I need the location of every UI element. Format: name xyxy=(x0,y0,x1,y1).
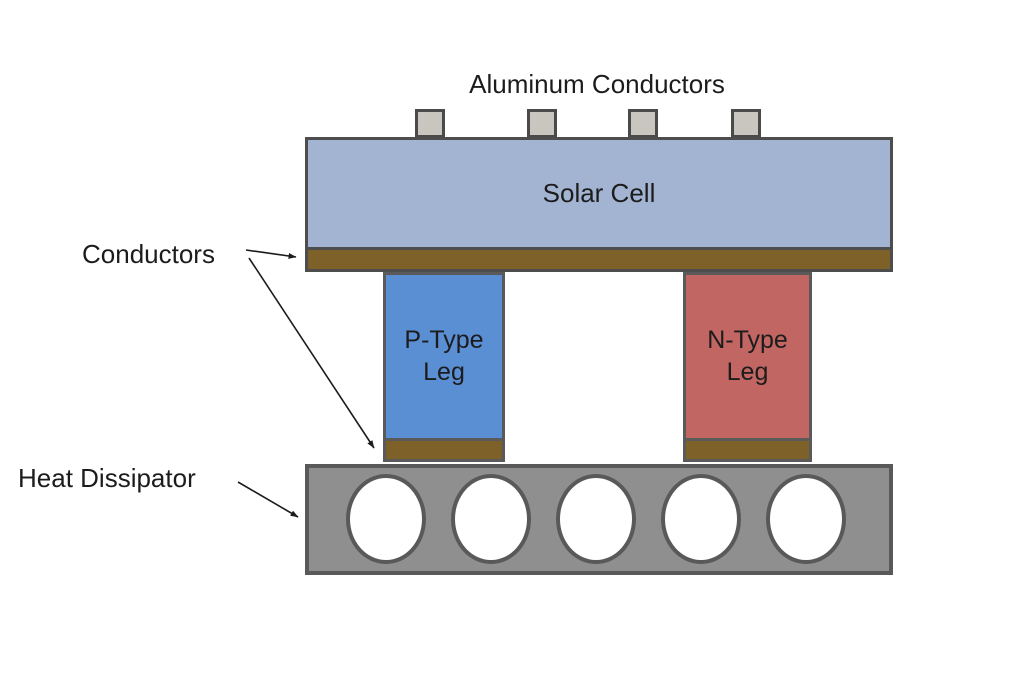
heat-dissipator-arrow xyxy=(237,481,299,518)
aluminum-tab xyxy=(415,109,445,138)
aluminum-tab xyxy=(527,109,557,138)
top-conductor-strip xyxy=(308,247,890,269)
heat-dissipator xyxy=(305,464,893,575)
solar-cell-assembly: Solar Cell xyxy=(305,137,893,272)
conductors-label: Conductors xyxy=(82,239,215,269)
dissipator-hole xyxy=(556,474,636,564)
solar-cell-label: Solar Cell xyxy=(542,178,656,208)
aluminum-tab xyxy=(731,109,761,138)
n-type-leg-label-line2: Leg xyxy=(726,357,769,386)
n-type-leg: N-Type Leg xyxy=(683,272,812,462)
dissipator-hole xyxy=(451,474,531,564)
conductors-arrow-top xyxy=(245,249,297,259)
p-type-leg-body: P-Type Leg xyxy=(386,275,502,438)
solar-cell: Solar Cell xyxy=(308,140,890,247)
conductors-arrow-bottom xyxy=(248,257,375,449)
dissipator-hole xyxy=(346,474,426,564)
p-type-leg-label-line1: P-Type xyxy=(404,326,484,355)
aluminum-tab xyxy=(628,109,658,138)
aluminum-conductors-label: Aluminum Conductors xyxy=(469,69,725,99)
p-type-leg: P-Type Leg xyxy=(383,272,505,462)
p-type-bottom-conductor xyxy=(386,438,502,459)
p-type-leg-label-line2: Leg xyxy=(423,357,465,386)
dissipator-hole xyxy=(661,474,741,564)
n-type-bottom-conductor xyxy=(686,438,809,459)
n-type-leg-label-line1: N-Type xyxy=(707,326,788,355)
heat-dissipator-label: Heat Dissipator xyxy=(18,463,196,493)
dissipator-hole xyxy=(766,474,846,564)
n-type-leg-body: N-Type Leg xyxy=(686,275,809,438)
